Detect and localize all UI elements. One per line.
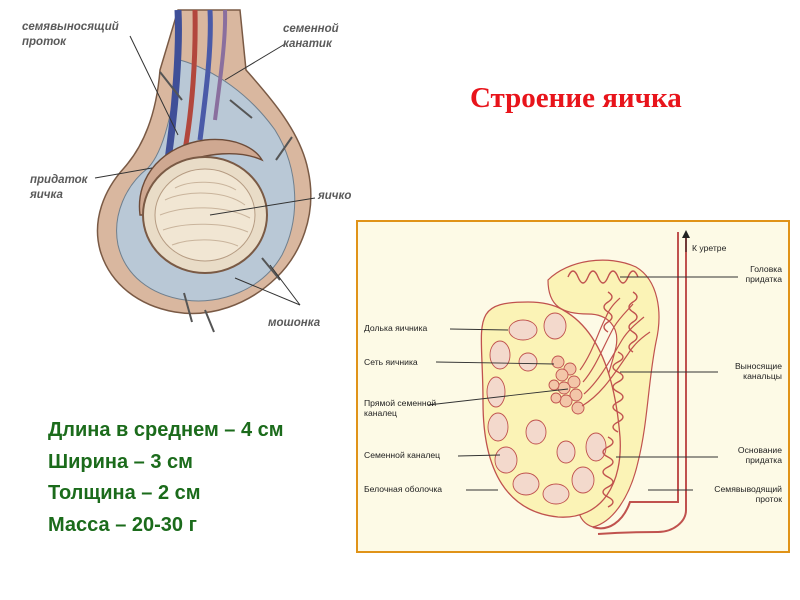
label-lobule: Долька яичника [364,323,428,333]
label-vas-deferens-schema-line1: Семявыводящий [714,484,782,494]
label-straight-tubule-line2: каналец [364,408,397,418]
label-spermatic-cord: семенной канатик [283,22,339,52]
anatomy-drawing [94,9,316,333]
testis-schema-drawing [427,230,738,535]
label-rete-testis: Сеть яичника [364,357,418,367]
label-head-epididymis-line1: Головка [750,264,782,274]
stat-mass: Масса – 20-30 г [48,513,197,536]
label-vas-deferens-schema-line2: проток [755,494,782,504]
label-spermatic-cord-line2: канатик [283,38,332,50]
stat-thickness: Толщина – 2 см [48,482,201,504]
stat-length: Длина в среднем – 4 см [48,419,284,441]
stat-width: Ширина – 3 см [48,450,193,473]
label-base-epididymis: Основание придатка [714,445,782,465]
label-vas-deferens: семявыносящий проток [22,20,119,50]
label-epididymis-line1: придаток [30,174,88,186]
label-spermatic-cord-line1: семенной [283,23,339,35]
label-scrotum: мошонка [268,317,321,329]
label-base-epididymis-line1: Основание [737,445,782,455]
testis-dimensions: Длина в среднем – 4 см Ширина – 3 см Тол… [48,415,348,541]
label-seminiferous-tubule: Семенной каналец [364,450,441,460]
label-efferent-ducts-line1: Выносящие [734,361,782,371]
label-efferent-ducts: Выносящие канальцы [714,361,782,381]
testis-anatomy-illustration: семявыносящий проток семенной канатик пр… [0,0,360,345]
label-straight-tubule-line1: Прямой семенной [364,398,437,408]
slide-title: Строение яичка [470,82,682,114]
label-tunica-albuginea: Белочная оболочка [364,484,443,494]
label-vas-deferens-schema: Семявыводящий проток [694,484,782,504]
label-vas-deferens-line1: семявыносящий [22,21,119,33]
label-base-epididymis-line2: придатка [745,455,782,465]
label-testis: яичко [318,190,352,202]
label-epididymis-line2: яичка [30,189,63,201]
label-head-epididymis: Головка придатка [714,264,782,284]
label-straight-tubule: Прямой семенной каналец [364,398,436,418]
label-vas-deferens-line2: проток [22,36,67,48]
label-head-epididymis-line2: придатка [745,274,782,284]
label-epididymis: придаток яичка [30,173,88,203]
label-to-urethra: К уретре [692,243,727,253]
label-efferent-ducts-line2: канальцы [743,371,782,381]
testis-schema-frame: Долька яичника Сеть яичника Прямой семен… [356,220,790,553]
